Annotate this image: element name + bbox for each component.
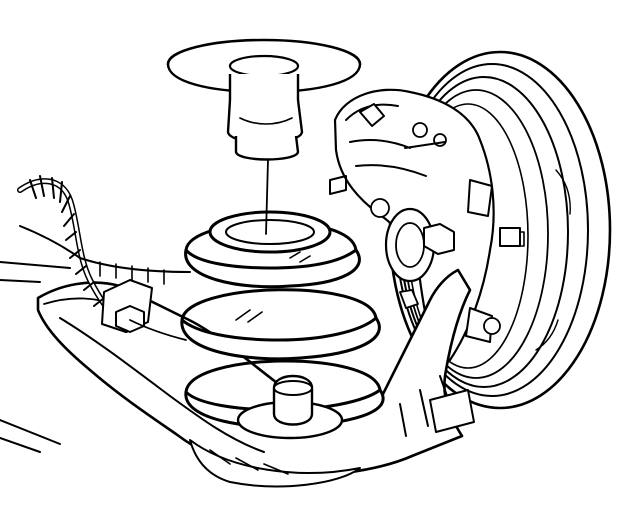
sway-link-bushing (370, 198, 390, 218)
bracket-bolt (115, 305, 145, 333)
knuckle-lower-boss (465, 307, 493, 343)
brake-hose-ribbing (99, 261, 165, 285)
alignment-guide-line (265, 159, 269, 235)
spring-coil-back-3 (184, 359, 382, 394)
insulator-bottom-collar (234, 135, 300, 161)
sensor-lead (129, 319, 187, 341)
spring-top-coil-inner (225, 219, 315, 245)
castle-nut (423, 223, 455, 255)
bump-stop-cap (273, 380, 313, 396)
insulator-center-hole (228, 54, 300, 78)
caliper-bracket (499, 227, 521, 247)
insulator-groove (239, 117, 293, 125)
spring-coil-back-2 (180, 288, 378, 322)
lower-boss-bolt (483, 317, 501, 335)
frame-rail-lines (0, 261, 71, 453)
ball-joint-assembly (370, 198, 455, 309)
brake-line-clip (329, 141, 446, 195)
brake-hose (19, 225, 191, 273)
lower-spring-seat (236, 374, 344, 440)
control-arm-flange (59, 317, 265, 453)
spring-paint-marks (235, 251, 311, 323)
upper-insulator (166, 38, 362, 161)
control-arm-outer-bracket (429, 389, 475, 433)
tire-highlight-lines (535, 169, 571, 351)
pocket-hatching (209, 449, 289, 475)
knuckle-tab-upper (359, 103, 385, 127)
wiring-harness (17, 175, 191, 341)
frame-rail (0, 261, 71, 453)
spring-coil-front-1 (184, 248, 361, 289)
spring-coil-front-2 (180, 316, 381, 361)
caliper-mount (467, 179, 493, 217)
cotter-pin (399, 289, 419, 309)
knuckle-bolt-upper (412, 122, 428, 138)
